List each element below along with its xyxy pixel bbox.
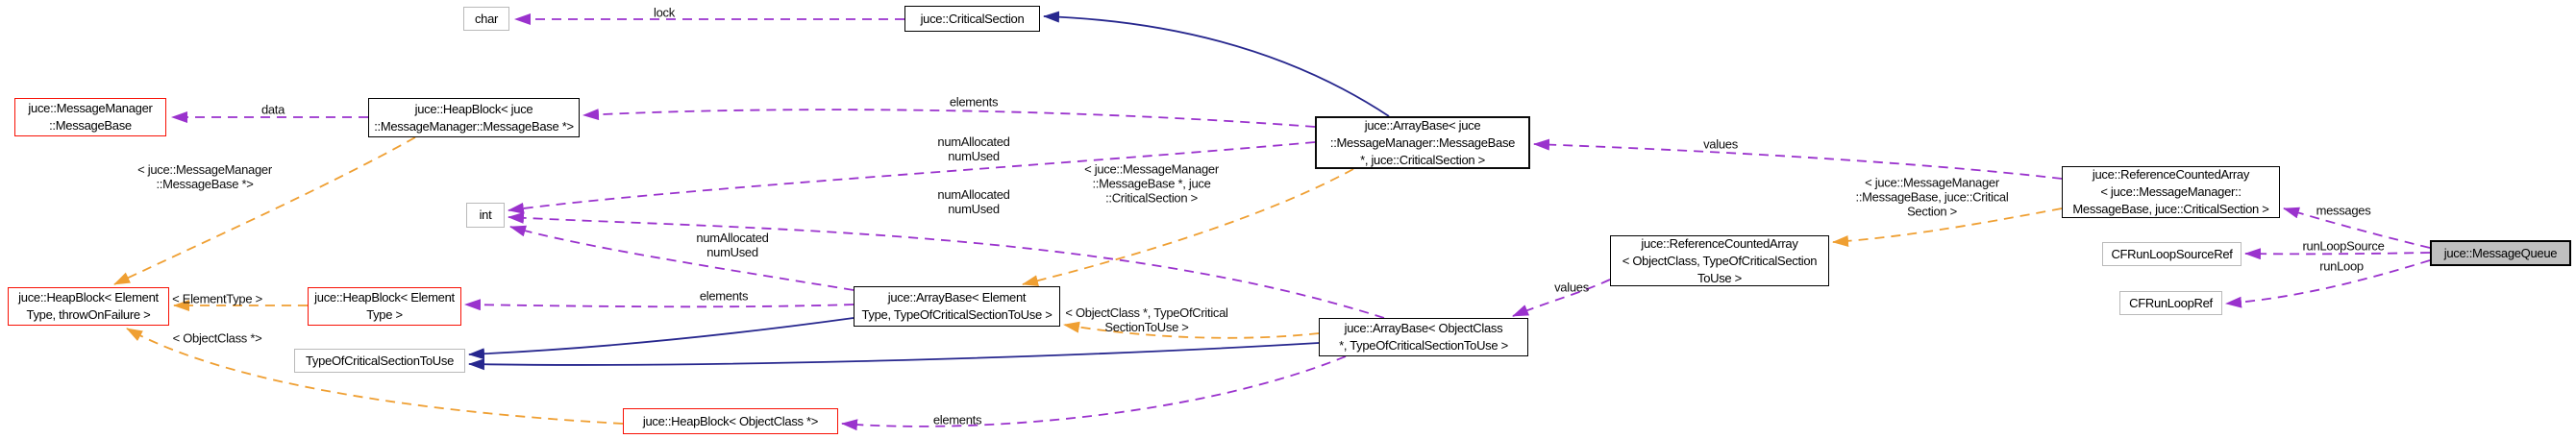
edge-label-num-objectclass: numAllocated numUsed [937, 187, 1010, 216]
node-juce-heapblock-elementtype[interactable]: juce::HeapBlock< Element Type > [308, 287, 461, 326]
edge-inherit-tocstu-elementtype [468, 317, 855, 360]
node-juce-messagemanager-messagebase[interactable]: juce::MessageManager ::MessageBase [14, 98, 166, 136]
edge-label-template-objectclass-ptr: < ObjectClass *> [172, 330, 262, 346]
edge-label-template-messagebase-cs2: < juce::MessageManager ::MessageBase, ju… [1855, 175, 2009, 219]
edge-usage-runloopsource [2244, 248, 2431, 260]
edge-label-template-messagebase-cs: < juce::MessageManager ::MessageBase *, … [1084, 161, 1219, 206]
node-juce-referencecountedarray-objectclass[interactable]: juce::ReferenceCountedArray < ObjectClas… [1610, 235, 1829, 286]
edge-label-template-elementtype: < ElementType > [172, 291, 262, 306]
edge-label-elements-messagebase: elements [949, 94, 999, 110]
node-juce-heapblock-objectclass-ptr[interactable]: juce::HeapBlock< ObjectClass *> [623, 408, 838, 434]
node-cfrunloopsourceref: CFRunLoopSourceRef [2102, 242, 2242, 266]
edge-label-num-elementtype: numAllocated numUsed [696, 231, 769, 259]
edge-template-refcountedarray [1832, 207, 2063, 247]
edge-label-num-messagebase: numAllocated numUsed [937, 134, 1010, 163]
edge-usage-elements-elementtype [464, 299, 855, 311]
node-juce-arraybase-objectclass[interactable]: juce::ArrayBase< ObjectClass *, TypeOfCr… [1319, 318, 1528, 356]
edge-inherit-tocstu-objectclass [468, 342, 1320, 371]
edge-label-runloop: runLoop [2319, 258, 2364, 274]
edge-label-messages: messages [2316, 203, 2371, 218]
edge-label-values-messagebase: values [1703, 136, 1738, 152]
edge-usage-values-objectclass [1512, 279, 1611, 317]
edge-usage-num-messagebase [508, 141, 1316, 214]
node-juce-heapblock-messagebase-ptr[interactable]: juce::HeapBlock< juce ::MessageManager::… [368, 98, 580, 137]
edge-usage-runloop [2225, 259, 2431, 308]
edge-label-template-objectclass-tocstu: < ObjectClass *, TypeOfCritical SectionT… [1065, 305, 1228, 334]
node-int: int [466, 203, 505, 228]
node-juce-messagequeue-main: juce::MessageQueue [2430, 240, 2571, 266]
edge-label-values-objectclass: values [1554, 280, 1589, 295]
edge-template-heapblock-objectclass [126, 328, 624, 425]
edge-usage-values-messagebase [1533, 138, 2063, 180]
edge-usage-num-elementtype [509, 225, 855, 291]
edge-label-runloopsource: runLoopSource [2302, 238, 2385, 254]
edge-usage-num-objectclass [508, 211, 1385, 319]
edge-usage-elements-messagebase [582, 109, 1316, 128]
edge-template-arraybase-messagebase [1022, 168, 1354, 287]
edge-label-elements-elementtype: elements [699, 288, 749, 304]
edge-inherit-criticalsection [1043, 11, 1390, 117]
node-char: char [463, 7, 509, 31]
edge-label-elements-objectclass: elements [932, 412, 982, 427]
node-juce-heapblock-elementtype-throwonfailure[interactable]: juce::HeapBlock< Element Type, throwOnFa… [8, 287, 169, 326]
edge-label-template-messagebase-ptr: < juce::MessageManager ::MessageBase *> [137, 162, 272, 191]
node-juce-referencecountedarray-messagebase[interactable]: juce::ReferenceCountedArray < juce::Mess… [2062, 166, 2280, 218]
node-cfrunloopref: CFRunLoopRef [2119, 291, 2222, 315]
edge-usage-messages [2283, 207, 2431, 249]
node-typeofcriticalsectiontouse: TypeOfCriticalSectionToUse [294, 349, 465, 373]
node-juce-arraybase-elementtype[interactable]: juce::ArrayBase< Element Type, TypeOfCri… [854, 286, 1060, 327]
node-juce-arraybase-messagebase-criticalsection[interactable]: juce::ArrayBase< juce ::MessageManager::… [1315, 116, 1530, 169]
edge-usage-elements-objectclass [841, 355, 1347, 431]
edge-label-data: data [260, 102, 285, 117]
edge-label-lock: lock [654, 5, 675, 20]
node-juce-criticalsection[interactable]: juce::CriticalSection [904, 6, 1040, 32]
edge-template-heapblock-messagebase [113, 136, 416, 285]
